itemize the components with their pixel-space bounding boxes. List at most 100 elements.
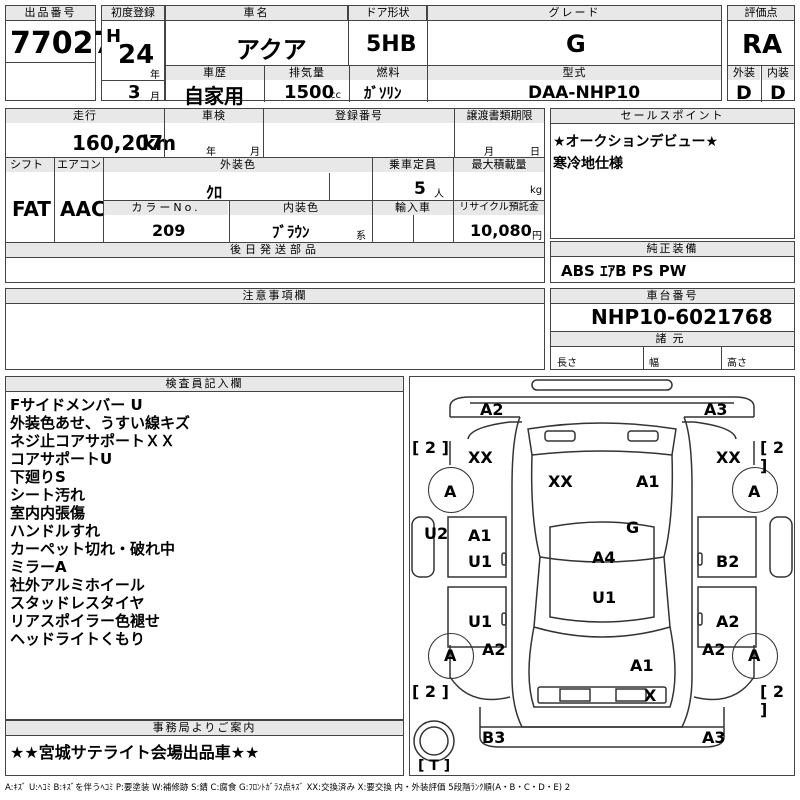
notes-box: 注意事項欄 [5, 288, 545, 370]
displacement-unit: cc [330, 90, 341, 101]
mark-hood-right: A1 [636, 472, 660, 491]
inspector-line: シート汚れ [10, 486, 86, 504]
chassis-box: 車台番号 NHP10-6021768 諸元 長さ 幅 高さ [550, 288, 795, 370]
inspection-label: 車検 [165, 109, 263, 123]
mark-door-fl-a: A1 [468, 526, 492, 545]
equipment-label: 純正装備 [551, 242, 794, 257]
inspector-box: 検査員記入欄 Fサイドメンバー U 外装色あせ、うすい線キズ ネジ止コアサポート… [5, 376, 404, 720]
mark-door-fr: B2 [716, 552, 740, 571]
recycle: 10,080 [470, 221, 532, 240]
door-label: ドア形状 [349, 6, 427, 21]
mark-wheel-fl: A [444, 482, 457, 501]
car-name-label: 車名 [166, 6, 348, 21]
car-diagram: A2 A3 [ 2 ] [ 2 ] XX XX A A XX A1 G U2 A… [409, 376, 795, 776]
inspector-line: ネジ止コアサポートＸＸ [10, 432, 176, 450]
int-score-label: 内装 [762, 66, 794, 80]
first-reg-box: 初度登録 H 24 年 3 月 [101, 5, 165, 103]
inspection-month-unit: 月 [250, 147, 260, 158]
displacement: 1500 [284, 82, 335, 103]
specs-label: 諸元 [551, 332, 794, 346]
mark-door-rl-u: U1 [468, 612, 493, 631]
mark-door-fl-u: U1 [468, 552, 493, 571]
history: 自家用 [184, 84, 244, 108]
import-label: 輸入車 [373, 201, 453, 215]
wheel-front-left [428, 467, 474, 513]
mark-door-fl-outer: U2 [424, 524, 449, 543]
door-type: 5HB [366, 32, 417, 57]
spare-tire-label: [ T ] [418, 758, 451, 774]
equipment: ABS ｴｱB PS PW [561, 262, 687, 280]
reg-month: 3 [128, 82, 141, 103]
ext-score-label: 外装 [728, 66, 760, 80]
mark-windshield: G [626, 518, 640, 537]
inspection-year-unit: 年 [206, 147, 216, 158]
wheel-rear-left [428, 633, 474, 679]
model: DAA-NHP10 [528, 83, 641, 103]
inspector-line: カーペット切れ・破れ中 [10, 540, 176, 558]
inspector-line: コアサポートU [10, 450, 113, 468]
later-parts-label: 後日発送部品 [6, 243, 544, 257]
inspector-line: 社外アルミホイール [10, 576, 145, 594]
mileage-unit: km [142, 131, 177, 155]
first-reg-label: 初度登録 [102, 6, 164, 21]
sales-point-box: セールスポイント ★オークションデビュー★ 寒冷地仕様 [550, 108, 795, 239]
grade: G [566, 30, 586, 58]
tire-count-rear-right: [ 2 ] [760, 682, 785, 719]
recycle-unit: 円 [532, 231, 542, 242]
score-label: 評価点 [728, 6, 794, 21]
notes-label: 注意事項欄 [6, 289, 544, 304]
mileage-label: 走行 [6, 109, 164, 123]
recycle-label: リサイクル預託金 [454, 201, 544, 215]
office-message: ★★宮城サテライト会場出品車★★ [10, 743, 260, 762]
inspector-line: 室内内張傷 [10, 504, 86, 522]
capacity-label: 乗車定員 [373, 158, 453, 172]
inspector-lines: Fサイドメンバー U 外装色あせ、うすい線キズ ネジ止コアサポートＸＸ コアサポ… [10, 396, 190, 648]
lot-no-label: 出品番号 [6, 6, 95, 21]
wheel-front-right [732, 467, 778, 513]
max-load-unit: kg [530, 185, 543, 196]
mark-rear-glass: X [644, 686, 657, 705]
int-color: ﾌﾞﾗｳﾝ [272, 223, 310, 241]
score: RA [742, 30, 783, 60]
equipment-box: 純正装備 ABS ｴｱB PS PW [550, 241, 795, 283]
mark-wheel-fr: A [748, 482, 761, 501]
int-color-label: 内装色 [230, 201, 372, 215]
grade-label: グレード [428, 6, 721, 21]
mark-trunk: A1 [630, 656, 654, 675]
tire-count-rear-left: [ 2 ] [412, 682, 449, 701]
inspector-line: Fサイドメンバー U [10, 396, 143, 414]
fuel: ｶﾞｿﾘﾝ [364, 84, 402, 102]
inspector-line: 外装色あせ、うすい線キズ [10, 414, 191, 432]
inspector-line: ハンドルすれ [10, 522, 101, 540]
shift-label: シフト [6, 158, 54, 172]
color-no: 209 [152, 221, 186, 240]
car-name: アクア [236, 36, 307, 64]
tire-count-front-right: [ 2 ] [760, 438, 785, 475]
transfer-month-unit: 月 [484, 147, 494, 158]
fuel-label: 燃料 [350, 66, 427, 80]
score-box: 評価点 RA 外装 内装 D D [727, 5, 795, 104]
color-no-label: カラーNo. [104, 201, 228, 215]
car-info-box: 車名 アクア ドア形状 5HB グレード G 車歴 自家用 排気量 1500 c… [165, 5, 722, 108]
max-load-label: 最大積載量 [454, 158, 544, 172]
sales-point-line-1: ★オークションデビュー★ [553, 134, 719, 150]
mark-fender-fr: XX [716, 448, 741, 467]
sales-point-line-2: 寒冷地仕様 [553, 156, 623, 172]
year-unit: 年 [150, 70, 160, 81]
chassis-no: NHP10-6021768 [591, 305, 773, 329]
inspector-line: スタッドレスタイヤ [10, 594, 145, 612]
mark-door-rr: A2 [716, 612, 740, 631]
inspector-line: リアスポイラー色褪せ [10, 612, 161, 630]
mark-roof: A4 [592, 548, 616, 567]
lot-no-box: 出品番号 77027 [5, 5, 114, 101]
mark-rear-right-bumper: A3 [702, 728, 726, 747]
model-label: 型式 [428, 66, 721, 80]
mark-wheel-rr: A [748, 646, 761, 665]
legend: A:ｷｽﾞ U:ﾍｺﾐ B:ｷｽﾞを伴うﾍｺﾐ P:要塗装 W:補修跡 S:錆 … [5, 783, 571, 793]
inspector-line: ヘッドライトくもり [10, 630, 146, 648]
mark-front-left-bumper: A2 [480, 400, 504, 419]
mark-roof-rear: U1 [592, 588, 617, 607]
history-label: 車歴 [166, 66, 264, 80]
mark-rear-left-bumper: B3 [482, 728, 506, 747]
ext-color-label: 外装色 [104, 158, 372, 172]
